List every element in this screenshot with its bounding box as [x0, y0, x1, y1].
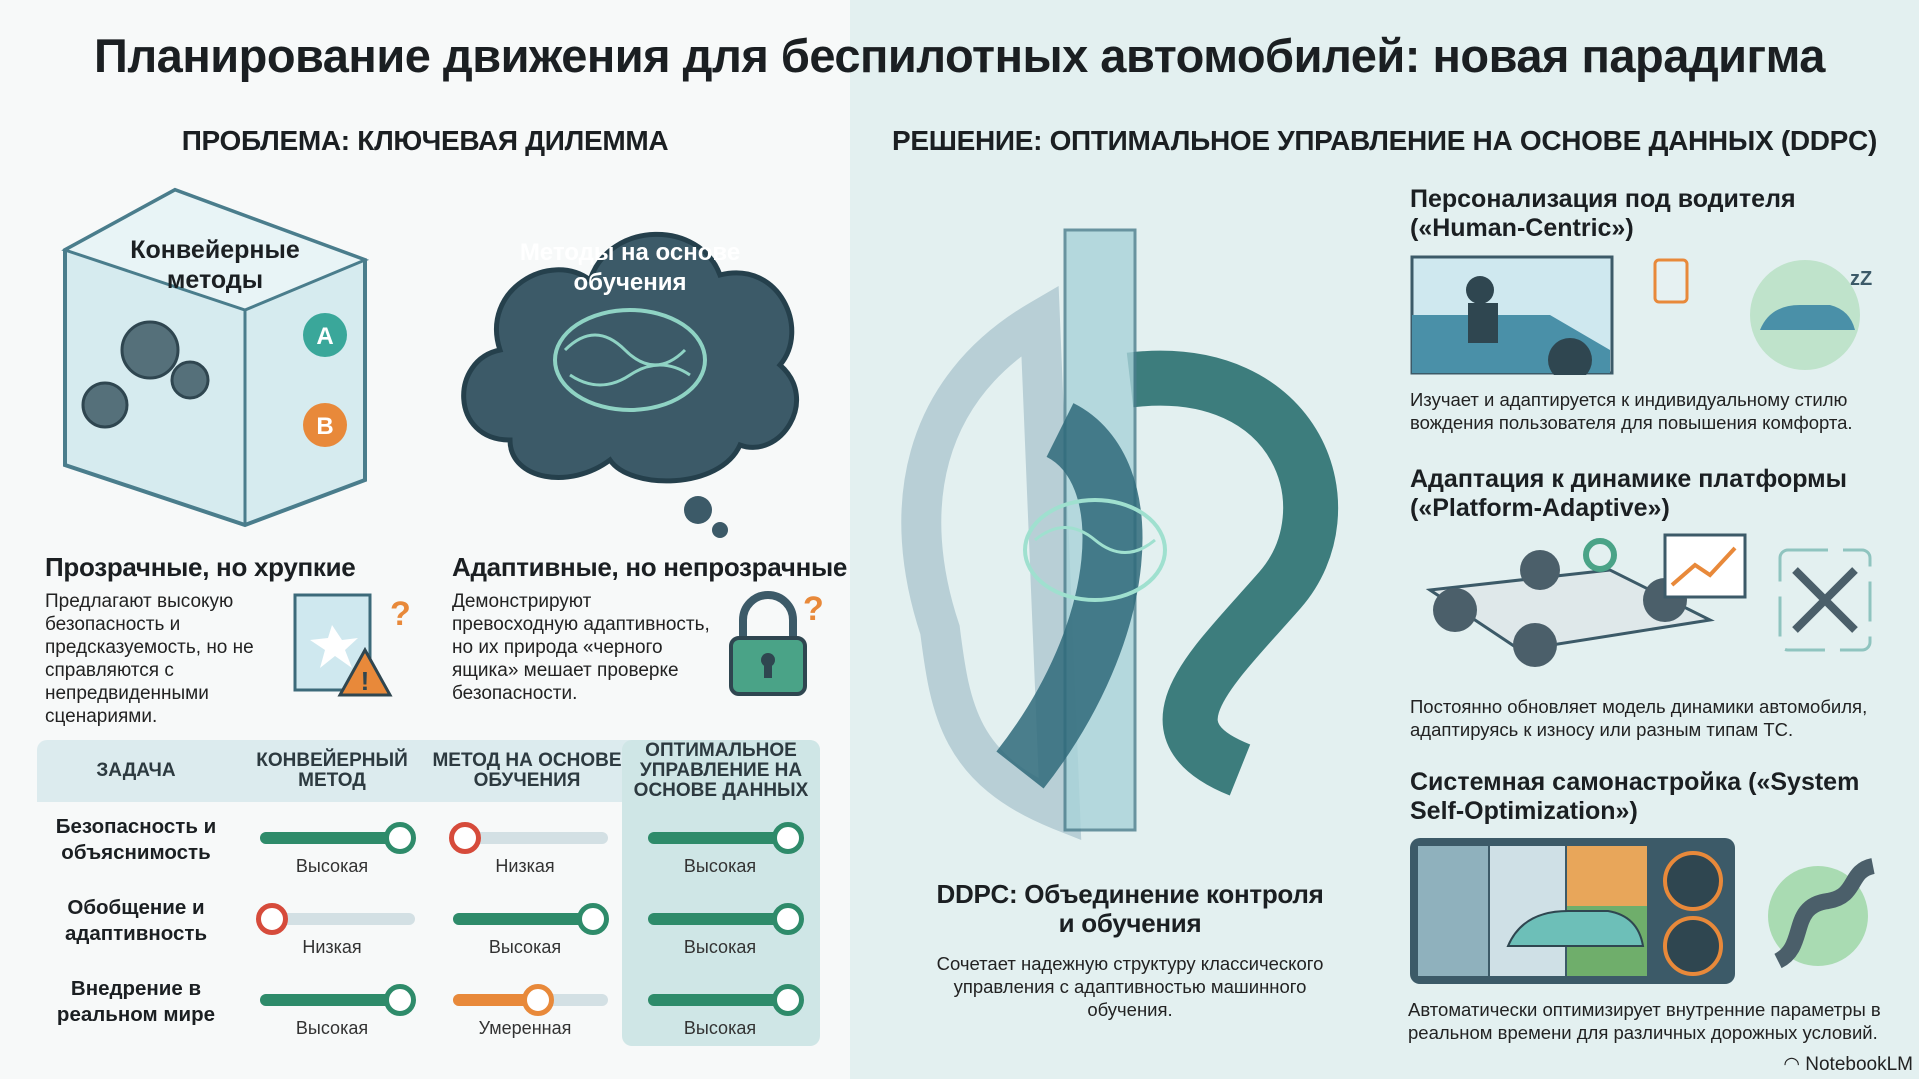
rating-bar: [453, 984, 608, 1016]
ddpc-title: DDPC: Объединение контроля и обучения: [936, 879, 1324, 938]
header-ddpc: ОПТИМАЛЬНОЕ УПРАВЛЕНИЕ НА ОСНОВЕ ДАННЫХ: [633, 740, 809, 801]
rating-bar: [449, 822, 608, 854]
rating-cell: Умеренная: [430, 976, 620, 1056]
svg-text:?: ?: [803, 590, 824, 628]
rating-cell: Низкая: [237, 895, 427, 975]
feature-self-optimization-title: Системная самонастройка («System Self-Op…: [1410, 768, 1860, 825]
svg-text:B: B: [316, 413, 333, 440]
svg-text:?: ?: [390, 595, 410, 633]
feature-self-optimization-text: Автоматически оптимизирует внутренние па…: [1408, 999, 1881, 1043]
rating-fill: [260, 832, 400, 844]
chassis-illustration: [1425, 533, 1872, 667]
gauge-icon: [1663, 851, 1723, 911]
rating-label: Высокая: [683, 856, 757, 876]
badge-a-icon: [303, 313, 347, 357]
svg-text:A: A: [316, 323, 333, 350]
task-label: Обобщение и адаптивность: [64, 896, 208, 945]
notebooklm-logo-icon: ◠: [1783, 1054, 1806, 1075]
rating-cell: Высокая: [237, 976, 427, 1056]
feature-platform-adaptive-title: Адаптация к динамике платформы («Platfor…: [1410, 465, 1847, 522]
rating-knob: [449, 822, 482, 854]
rating-bar: [256, 903, 415, 935]
ddpc-knot-illustration: [901, 228, 1339, 841]
feature-platform-adaptive-text: Постоянно обновляет модель динамики авто…: [1410, 696, 1868, 740]
rating-bar: [648, 822, 804, 854]
notebooklm-watermark: ◠ NotebookLM: [1783, 1054, 1913, 1075]
rating-cell: Высокая: [625, 976, 815, 1056]
chart-icon: [1663, 533, 1747, 599]
rating-knob: [771, 984, 804, 1016]
rating-knob: [383, 984, 416, 1016]
rating-cell: Высокая: [625, 895, 815, 975]
cloud-label: Методы на основе обучения: [519, 239, 741, 296]
driver-car-illustration: zZ: [1410, 255, 1872, 375]
rating-bar: [453, 903, 609, 935]
road-map-icon: [1773, 858, 1876, 969]
rating-label: Высокая: [295, 856, 369, 876]
brain-icon: [553, 308, 707, 412]
transparent-text: Предлагают высокую безопасность и предск…: [45, 591, 254, 727]
rating-fill: [260, 994, 400, 1006]
svg-text:zZ: zZ: [1850, 268, 1872, 290]
road-conditions-illustration: [1410, 838, 1876, 984]
rating-cell: Высокая: [237, 814, 427, 894]
gauge-icon: [1663, 916, 1723, 976]
rating-label: Высокая: [683, 937, 757, 957]
cloud-brain-illustration: [461, 231, 800, 538]
brain-icon: [1023, 498, 1167, 602]
rating-knob: [256, 903, 289, 935]
page-title: Планирование движения для беспилотных ав…: [94, 29, 1825, 82]
transparent-title: Прозрачные, но хрупкие: [45, 552, 356, 582]
rating-label: Низкая: [495, 856, 555, 876]
rating-label: Высокая: [295, 1018, 369, 1038]
solution-heading: РЕШЕНИЕ: ОПТИМАЛЬНОЕ УПРАВЛЕНИЕ НА ОСНОВ…: [891, 125, 1878, 156]
rating-knob: [522, 984, 555, 1016]
rating-label: Высокая: [488, 937, 562, 957]
rating-fill: [648, 832, 788, 844]
rating-fill: [648, 994, 788, 1006]
rating-cell: Низкая: [430, 814, 620, 894]
header-task: ЗАДАЧА: [96, 760, 176, 781]
rating-bar: [648, 903, 804, 935]
header-learning: МЕТОД НА ОСНОВЕ ОБУЧЕНИЯ: [432, 750, 622, 791]
comparison-table: ЗАДАЧА КОНВЕЙЕРНЫЙ МЕТОД МЕТОД НА ОСНОВЕ…: [37, 740, 820, 1046]
rating-knob: [383, 822, 416, 854]
rating-label: Умеренная: [478, 1018, 572, 1038]
lock-icon: ?: [729, 590, 824, 696]
rating-knob: [771, 903, 804, 935]
task-label: Безопасность и объяснимость: [55, 815, 217, 864]
rating-cell: Высокая: [430, 895, 620, 975]
feature-human-centric-title: Персонализация под водителя («Human-Cent…: [1410, 185, 1796, 242]
feature-human-centric-text: Изучает и адаптируется к индивидуальному…: [1410, 389, 1853, 433]
problem-heading: ПРОБЛЕМА: КЛЮЧЕВАЯ ДИЛЕММА: [181, 125, 669, 156]
rating-label: Высокая: [683, 1018, 757, 1038]
profile-icon: [1653, 258, 1689, 304]
gears-icon: [81, 320, 210, 429]
rating-fill: [453, 994, 539, 1006]
rating-knob: [771, 822, 804, 854]
rating-fill: [453, 913, 593, 925]
rating-bar: [648, 984, 804, 1016]
svg-text:!: !: [361, 666, 370, 696]
cube-label: Конвейерные методы: [130, 236, 300, 294]
task-label: Внедрение в реальном мире: [56, 977, 216, 1026]
rating-label: Низкая: [302, 937, 362, 957]
gear-icon: [1583, 538, 1617, 572]
rating-cell: Высокая: [625, 814, 815, 894]
rating-bar: [260, 822, 416, 854]
rating-knob: [576, 903, 609, 935]
badge-b-icon: [303, 403, 347, 447]
tools-icon: [1792, 567, 1858, 633]
opaque-text: Демонстрируют превосходную адаптивность,…: [452, 591, 710, 704]
opaque-title: Адаптивные, но непрозрачные: [452, 552, 848, 582]
rating-bar: [260, 984, 416, 1016]
glass-cube-illustration: A B: [61, 187, 370, 528]
broken-glass-warning-icon: ! ?: [293, 593, 410, 697]
ddpc-text: Сочетает надежную структуру классическог…: [936, 953, 1324, 1020]
header-pipeline: КОНВЕЙЕРНЫЙ МЕТОД: [256, 750, 408, 791]
rating-fill: [648, 913, 788, 925]
